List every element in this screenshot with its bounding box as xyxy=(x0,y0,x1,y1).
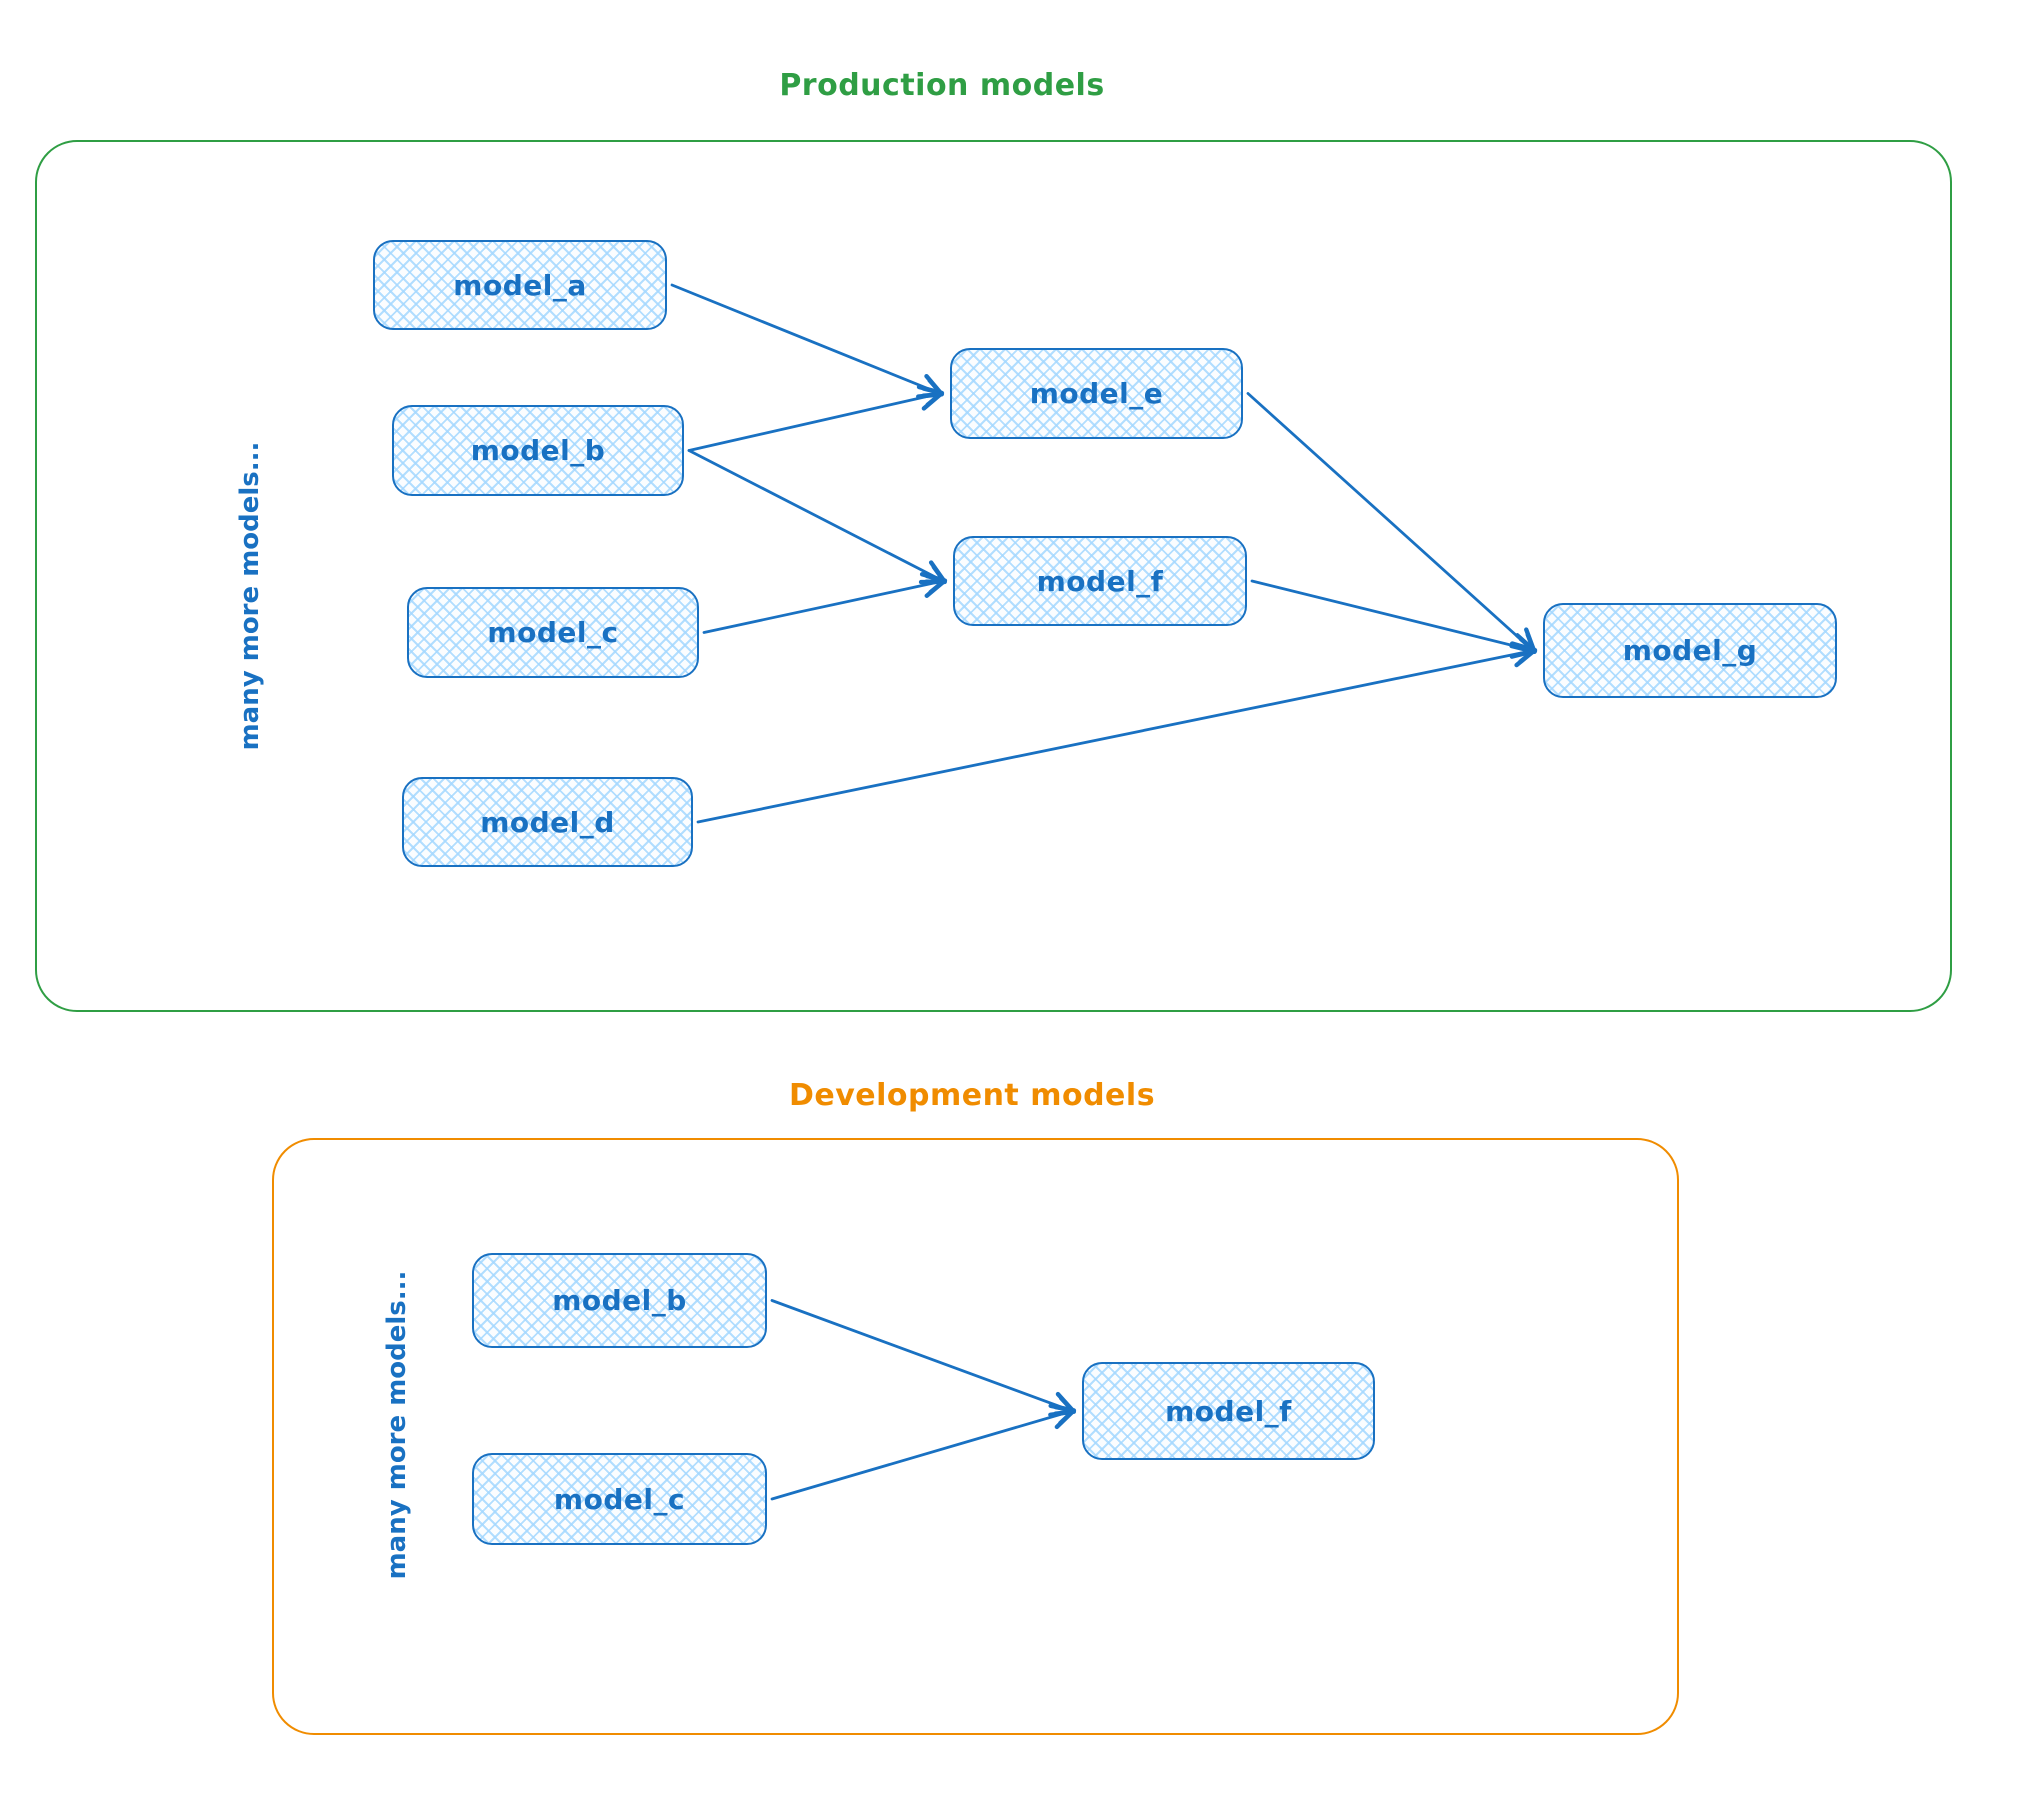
model-node-dev-model_c[interactable]: model_c xyxy=(472,1453,767,1545)
model-node-prod-model_g[interactable]: model_g xyxy=(1543,603,1837,698)
model-node-prod-model_b[interactable]: model_b xyxy=(392,405,684,496)
side-label-production: many more models... xyxy=(235,441,265,751)
section-frame-development[interactable] xyxy=(272,1138,1679,1735)
model-node-prod-model_f[interactable]: model_f xyxy=(953,536,1247,626)
model-node-prod-model_a[interactable]: model_a xyxy=(373,240,667,330)
model-node-dev-model_b[interactable]: model_b xyxy=(472,1253,767,1348)
model-node-prod-model_c[interactable]: model_c xyxy=(407,587,699,678)
model-node-label: model_e xyxy=(1029,377,1164,410)
model-node-label: model_b xyxy=(470,434,606,467)
section-title-development: Development models xyxy=(788,1078,1156,1113)
model-node-label: model_d xyxy=(480,805,615,839)
model-node-prod-model_d[interactable]: model_d xyxy=(402,777,693,867)
side-label-development: many more models... xyxy=(382,1270,412,1580)
model-node-label: model_c xyxy=(487,616,619,649)
model-node-label: model_g xyxy=(1622,634,1758,667)
model-node-dev-model_f[interactable]: model_f xyxy=(1082,1362,1375,1460)
model-node-label: model_a xyxy=(453,268,587,302)
model-node-label: model_f xyxy=(1036,564,1164,598)
section-title-production: Production models xyxy=(779,68,1105,103)
section-frame-production[interactable] xyxy=(35,140,1952,1012)
model-node-prod-model_e[interactable]: model_e xyxy=(950,348,1243,439)
model-node-label: model_c xyxy=(553,1482,686,1516)
model-node-label: model_f xyxy=(1165,1394,1292,1428)
model-node-label: model_b xyxy=(552,1284,687,1317)
